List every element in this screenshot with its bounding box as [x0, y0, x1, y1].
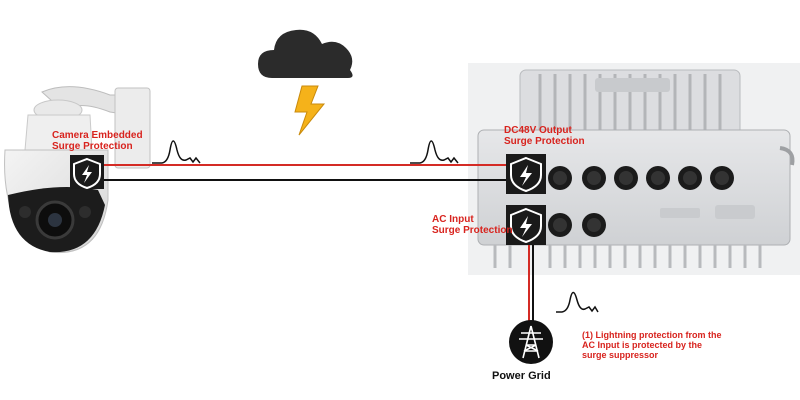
outdoor-switch-enclosure — [477, 69, 795, 268]
camera-surge-label-line2: Surge Protection — [52, 141, 133, 152]
ac-input-surge-shield — [506, 205, 546, 245]
lightning-note-line3: surge suppressor — [582, 350, 659, 360]
power-grid-label: Power Grid — [492, 370, 551, 382]
output-ports — [548, 166, 734, 190]
shield-lightning-icon — [510, 156, 542, 193]
lightning-note-line1: (1) Lightning protection from the — [582, 330, 722, 340]
surge-pulse-icon — [152, 140, 201, 164]
enclosure-handle — [779, 146, 795, 166]
surge-pulse-icon — [410, 140, 459, 164]
shield-lightning-icon — [510, 207, 542, 244]
camera-surge-label-line1: Camera Embedded — [52, 130, 143, 141]
camera-surge-shield — [70, 155, 104, 190]
surge-pulse-icon — [556, 291, 599, 313]
lightning-note: (1) Lightning protection from the AC Inp… — [582, 330, 721, 360]
dc48v-surge-label-line1: DC48V Output — [504, 125, 572, 136]
camera-surge-label: Camera Embedded Surge Protection — [52, 130, 143, 152]
dc48v-surge-label-line2: Surge Protection — [504, 136, 585, 147]
ac-input-surge-label-line2: Surge Protection — [432, 225, 513, 236]
bottom-heat-fins — [493, 245, 762, 268]
lightning-bolt-icon — [294, 85, 326, 136]
ac-input-surge-label: AC Input Surge Protection — [432, 214, 513, 236]
dc48v-surge-shield — [506, 154, 546, 194]
power-tower-icon — [509, 320, 553, 364]
dc48v-surge-label: DC48V Output Surge Protection — [504, 125, 585, 147]
camera-wall-plate — [114, 87, 151, 169]
shield-lightning-icon — [73, 157, 101, 190]
ac-input-surge-label-line1: AC Input — [432, 214, 474, 225]
lightning-note-line2: AC Input is protected by the — [582, 340, 703, 350]
cloud-icon — [258, 29, 353, 78]
input-ports — [548, 205, 755, 237]
